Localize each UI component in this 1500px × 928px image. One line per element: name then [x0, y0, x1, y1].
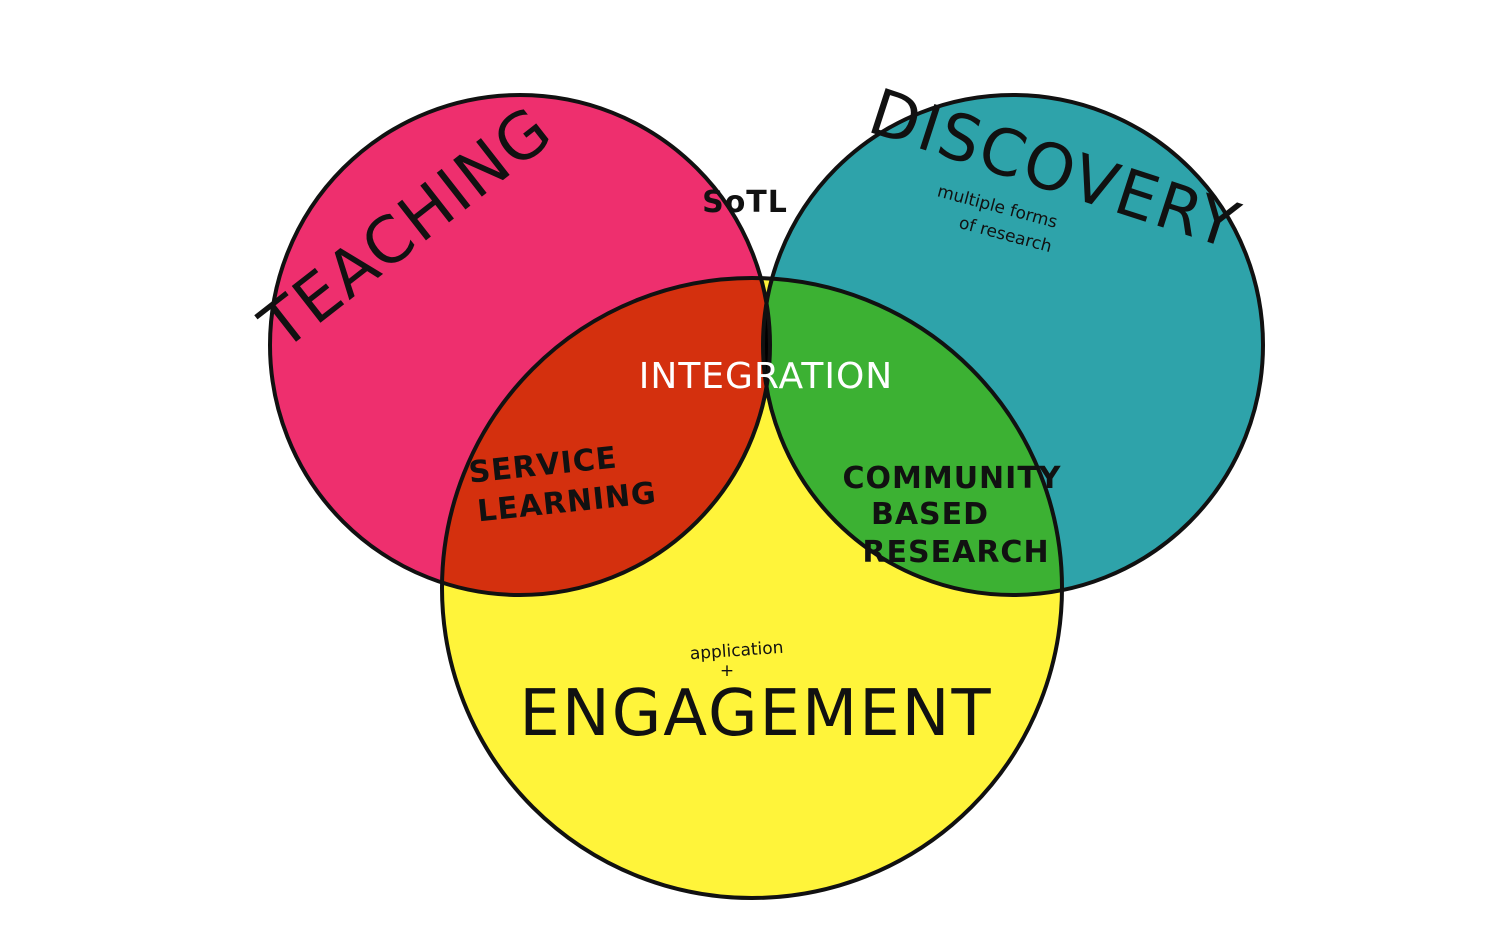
engagement-label: ENGAGEMENT	[519, 677, 992, 751]
teaching-outline	[268, 93, 772, 597]
sotl-label: SoTL	[702, 185, 788, 220]
engagement-outline	[440, 276, 1064, 900]
community-research-label-3: RESEARCH	[862, 535, 1049, 570]
engagement-sublabel-2: +	[720, 661, 734, 681]
discovery-outline	[761, 93, 1265, 597]
community-research-label-2: BASED	[871, 497, 989, 532]
integration-label: INTEGRATION	[639, 356, 893, 397]
community-research-label-1: COMMUNITY	[842, 461, 1061, 496]
community-research-overlap	[763, 278, 1062, 595]
